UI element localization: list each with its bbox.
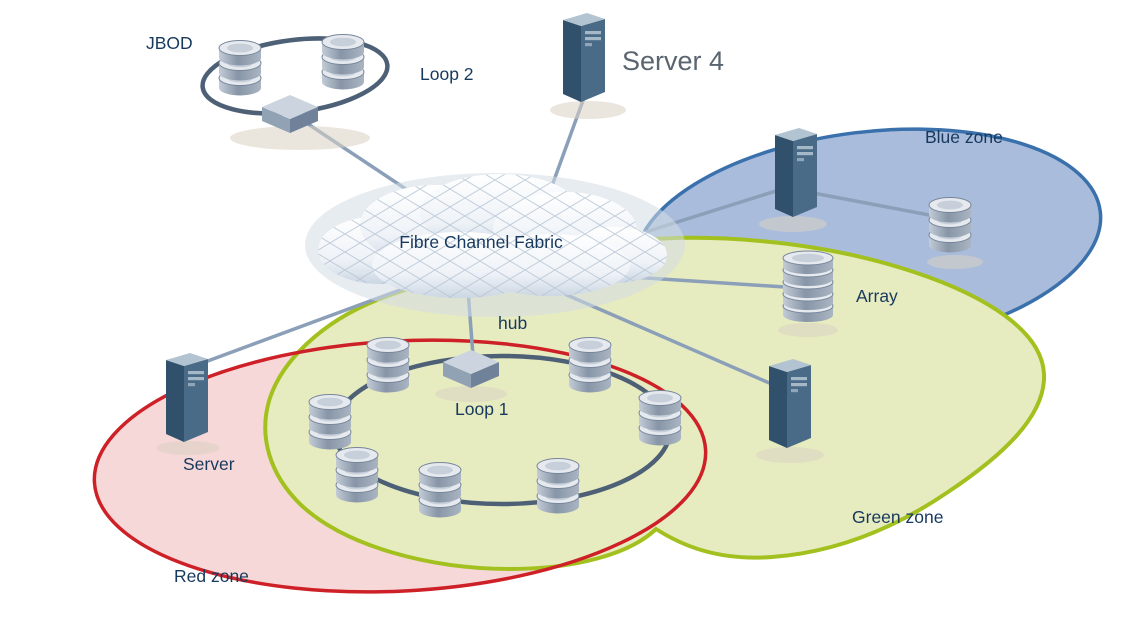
label-jbod: JBOD (146, 33, 193, 53)
label-loop2: Loop 2 (420, 64, 474, 84)
server4-tower-icon (563, 13, 605, 102)
label-hub: hub (498, 313, 528, 333)
array-icon (783, 251, 833, 322)
jbod-disk-stack-icon (322, 35, 364, 90)
loop1-disk-stack-icon (639, 391, 681, 446)
label-loop1: Loop 1 (455, 399, 509, 419)
fabric-cloud-icon (305, 173, 685, 317)
label-blue-zone: Blue zone (925, 127, 1003, 147)
label-red-zone: Red zone (174, 566, 249, 586)
label-array: Array (856, 286, 898, 306)
shadows (156, 101, 983, 463)
red-zone-server-icon (166, 353, 208, 442)
loop1-disk-stack-icon (336, 448, 378, 503)
blue-zone-disk-stack-icon (929, 198, 971, 253)
label-fibre-channel-fabric: Fibre Channel Fabric (399, 232, 563, 252)
loop1-disk-stack-icon (537, 459, 579, 514)
loop1-disk-stack-icon (367, 338, 409, 393)
label-server4: Server 4 (622, 46, 725, 76)
label-server: Server (183, 454, 235, 474)
blue-zone-server-icon (775, 128, 817, 217)
label-green-zone: Green zone (852, 507, 944, 527)
loop1-disk-stack-icon (419, 463, 461, 518)
green-zone-server-icon (769, 359, 811, 448)
loop1-disk-stack-icon (309, 395, 351, 450)
loop1-disk-stack-icon (569, 338, 611, 393)
jbod-disk-stack-icon (219, 41, 261, 96)
